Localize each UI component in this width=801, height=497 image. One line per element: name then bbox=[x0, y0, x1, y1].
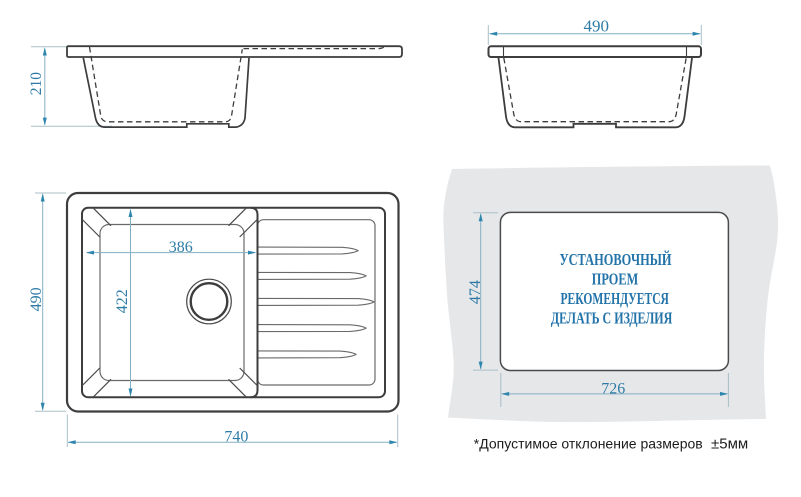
svg-text:740: 740 bbox=[224, 428, 248, 445]
svg-text:*Допустимое отклонение размеро: *Допустимое отклонение размеров ±5мм bbox=[474, 435, 748, 452]
svg-text:422: 422 bbox=[114, 289, 131, 313]
svg-text:210: 210 bbox=[28, 72, 45, 96]
svg-text:474: 474 bbox=[467, 280, 484, 304]
svg-text:РЕКОМЕНДУЕТСЯ: РЕКОМЕНДУЕТСЯ bbox=[560, 289, 669, 308]
svg-text:726: 726 bbox=[601, 381, 625, 398]
svg-text:386: 386 bbox=[169, 239, 193, 256]
svg-text:ПРОЕМ: ПРОЕМ bbox=[592, 270, 639, 289]
svg-text:490: 490 bbox=[584, 16, 610, 35]
svg-text:УСТАНОВОЧНЫЙ: УСТАНОВОЧНЫЙ bbox=[560, 250, 672, 269]
svg-text:ДЕЛАТЬ С ИЗДЕЛИЯ: ДЕЛАТЬ С ИЗДЕЛИЯ bbox=[551, 308, 673, 327]
svg-text:490: 490 bbox=[28, 287, 45, 311]
